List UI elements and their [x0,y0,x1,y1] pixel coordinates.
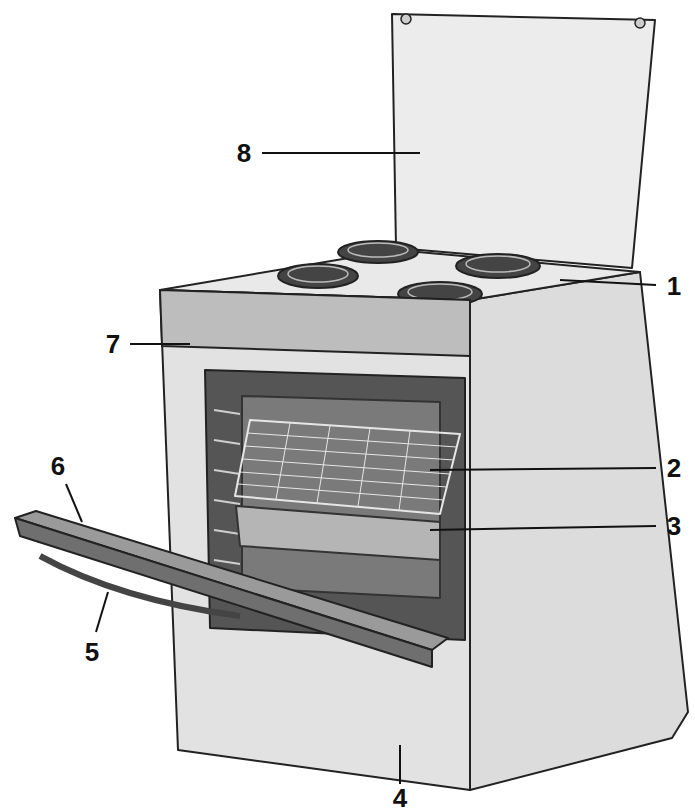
leader-lines [66,153,656,784]
callout-number: 6 [51,453,65,479]
front-panel [160,290,470,790]
oven-door [15,511,448,650]
callout-number: 8 [237,140,251,166]
lid [392,14,655,268]
callout-number: 1 [667,273,681,299]
door-handle [40,556,240,616]
callout-number: 2 [667,455,681,481]
oven-rack [235,420,460,514]
baking-tray [236,506,440,560]
callout-number: 5 [85,639,99,665]
side-panel [470,272,688,790]
control-panel [160,290,470,356]
callout-number: 3 [667,513,681,539]
callout-number: 4 [393,785,407,811]
callout-number: 7 [106,331,120,357]
